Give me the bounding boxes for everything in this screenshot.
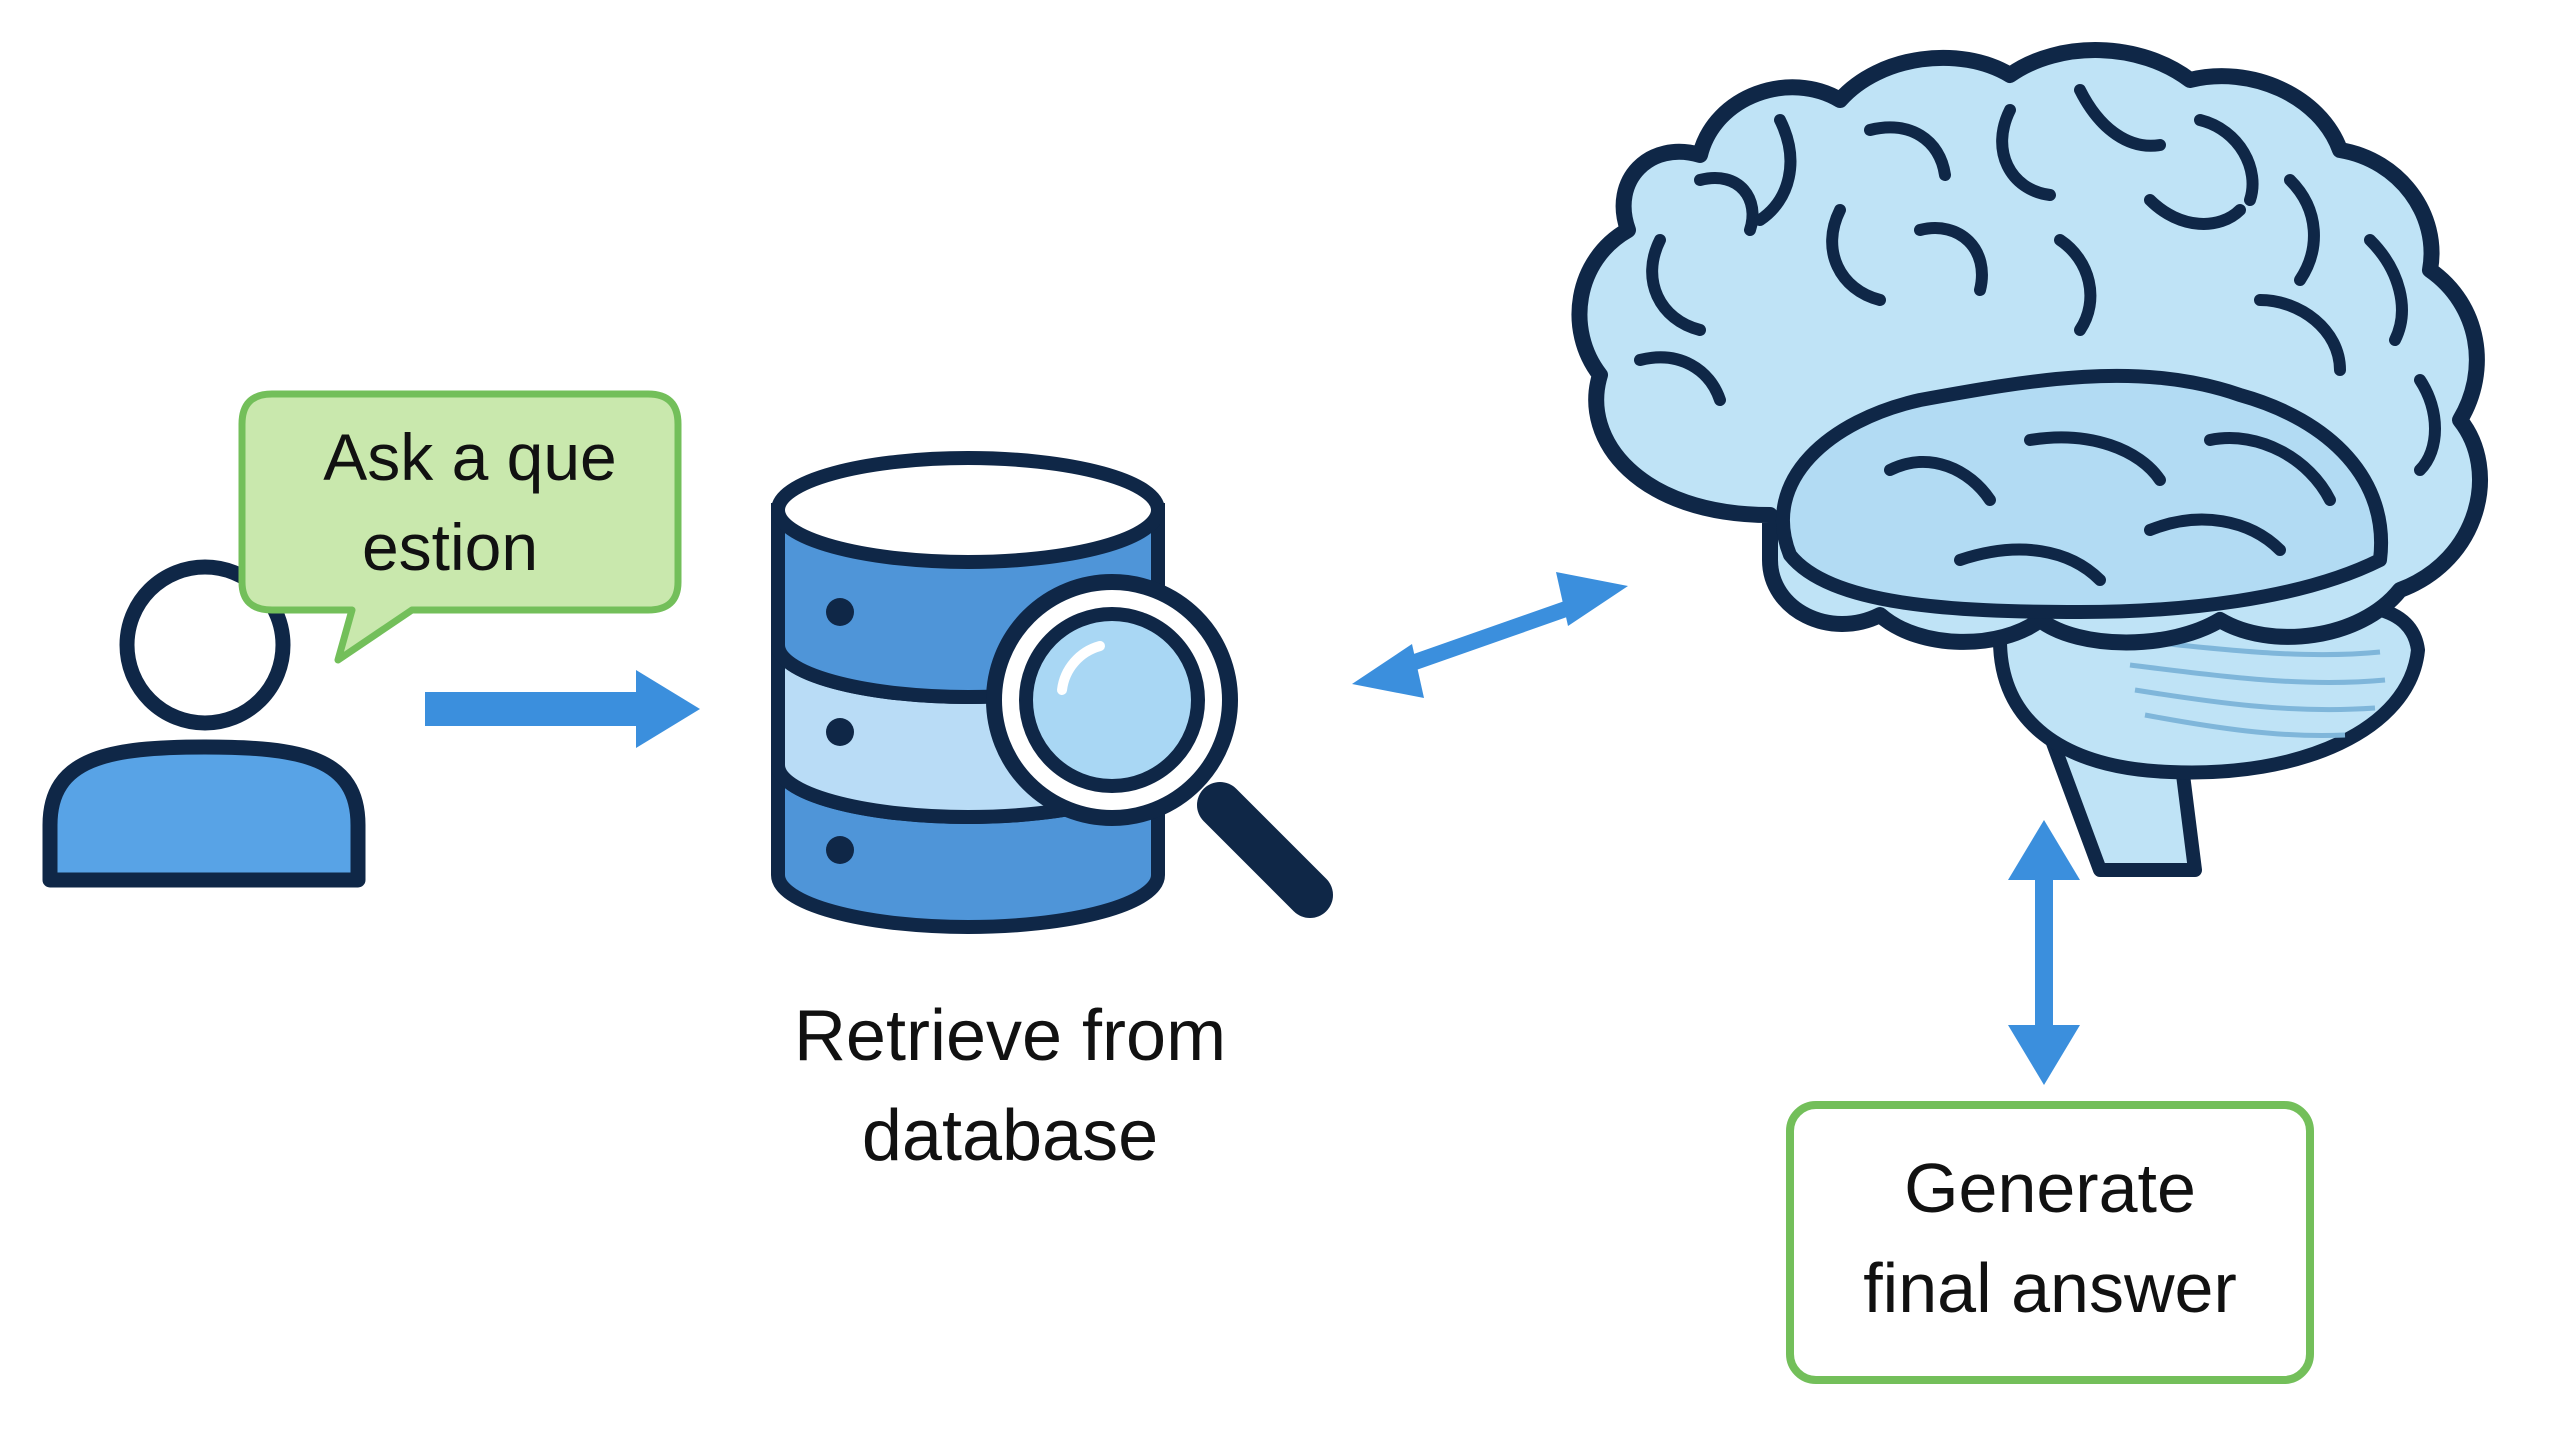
brain-icon xyxy=(1571,42,2488,877)
server-indicator-dot xyxy=(826,718,854,746)
database-label-line2: database xyxy=(862,1096,1158,1176)
final-answer-box: Generate final answer xyxy=(1786,1101,2314,1384)
question-text-line1: Ask a que xyxy=(323,420,617,494)
server-indicator-dot xyxy=(826,598,854,626)
arrow-brain-answer xyxy=(2008,820,2080,1085)
server-indicator-dot xyxy=(826,836,854,864)
question-text-line2: estion xyxy=(362,510,538,584)
person-icon xyxy=(42,559,366,888)
answer-text-line1: Generate xyxy=(1904,1149,2196,1227)
question-speech-bubble: Ask a que estion xyxy=(238,390,682,664)
database-search-icon xyxy=(771,451,1333,934)
database-label-line1: Retrieve from xyxy=(794,996,1226,1076)
answer-text-line2: final answer xyxy=(1863,1249,2237,1327)
arrow-database-brain xyxy=(1352,572,1628,698)
magnifier-icon xyxy=(986,574,1333,918)
arrow-user-to-database xyxy=(425,670,700,748)
